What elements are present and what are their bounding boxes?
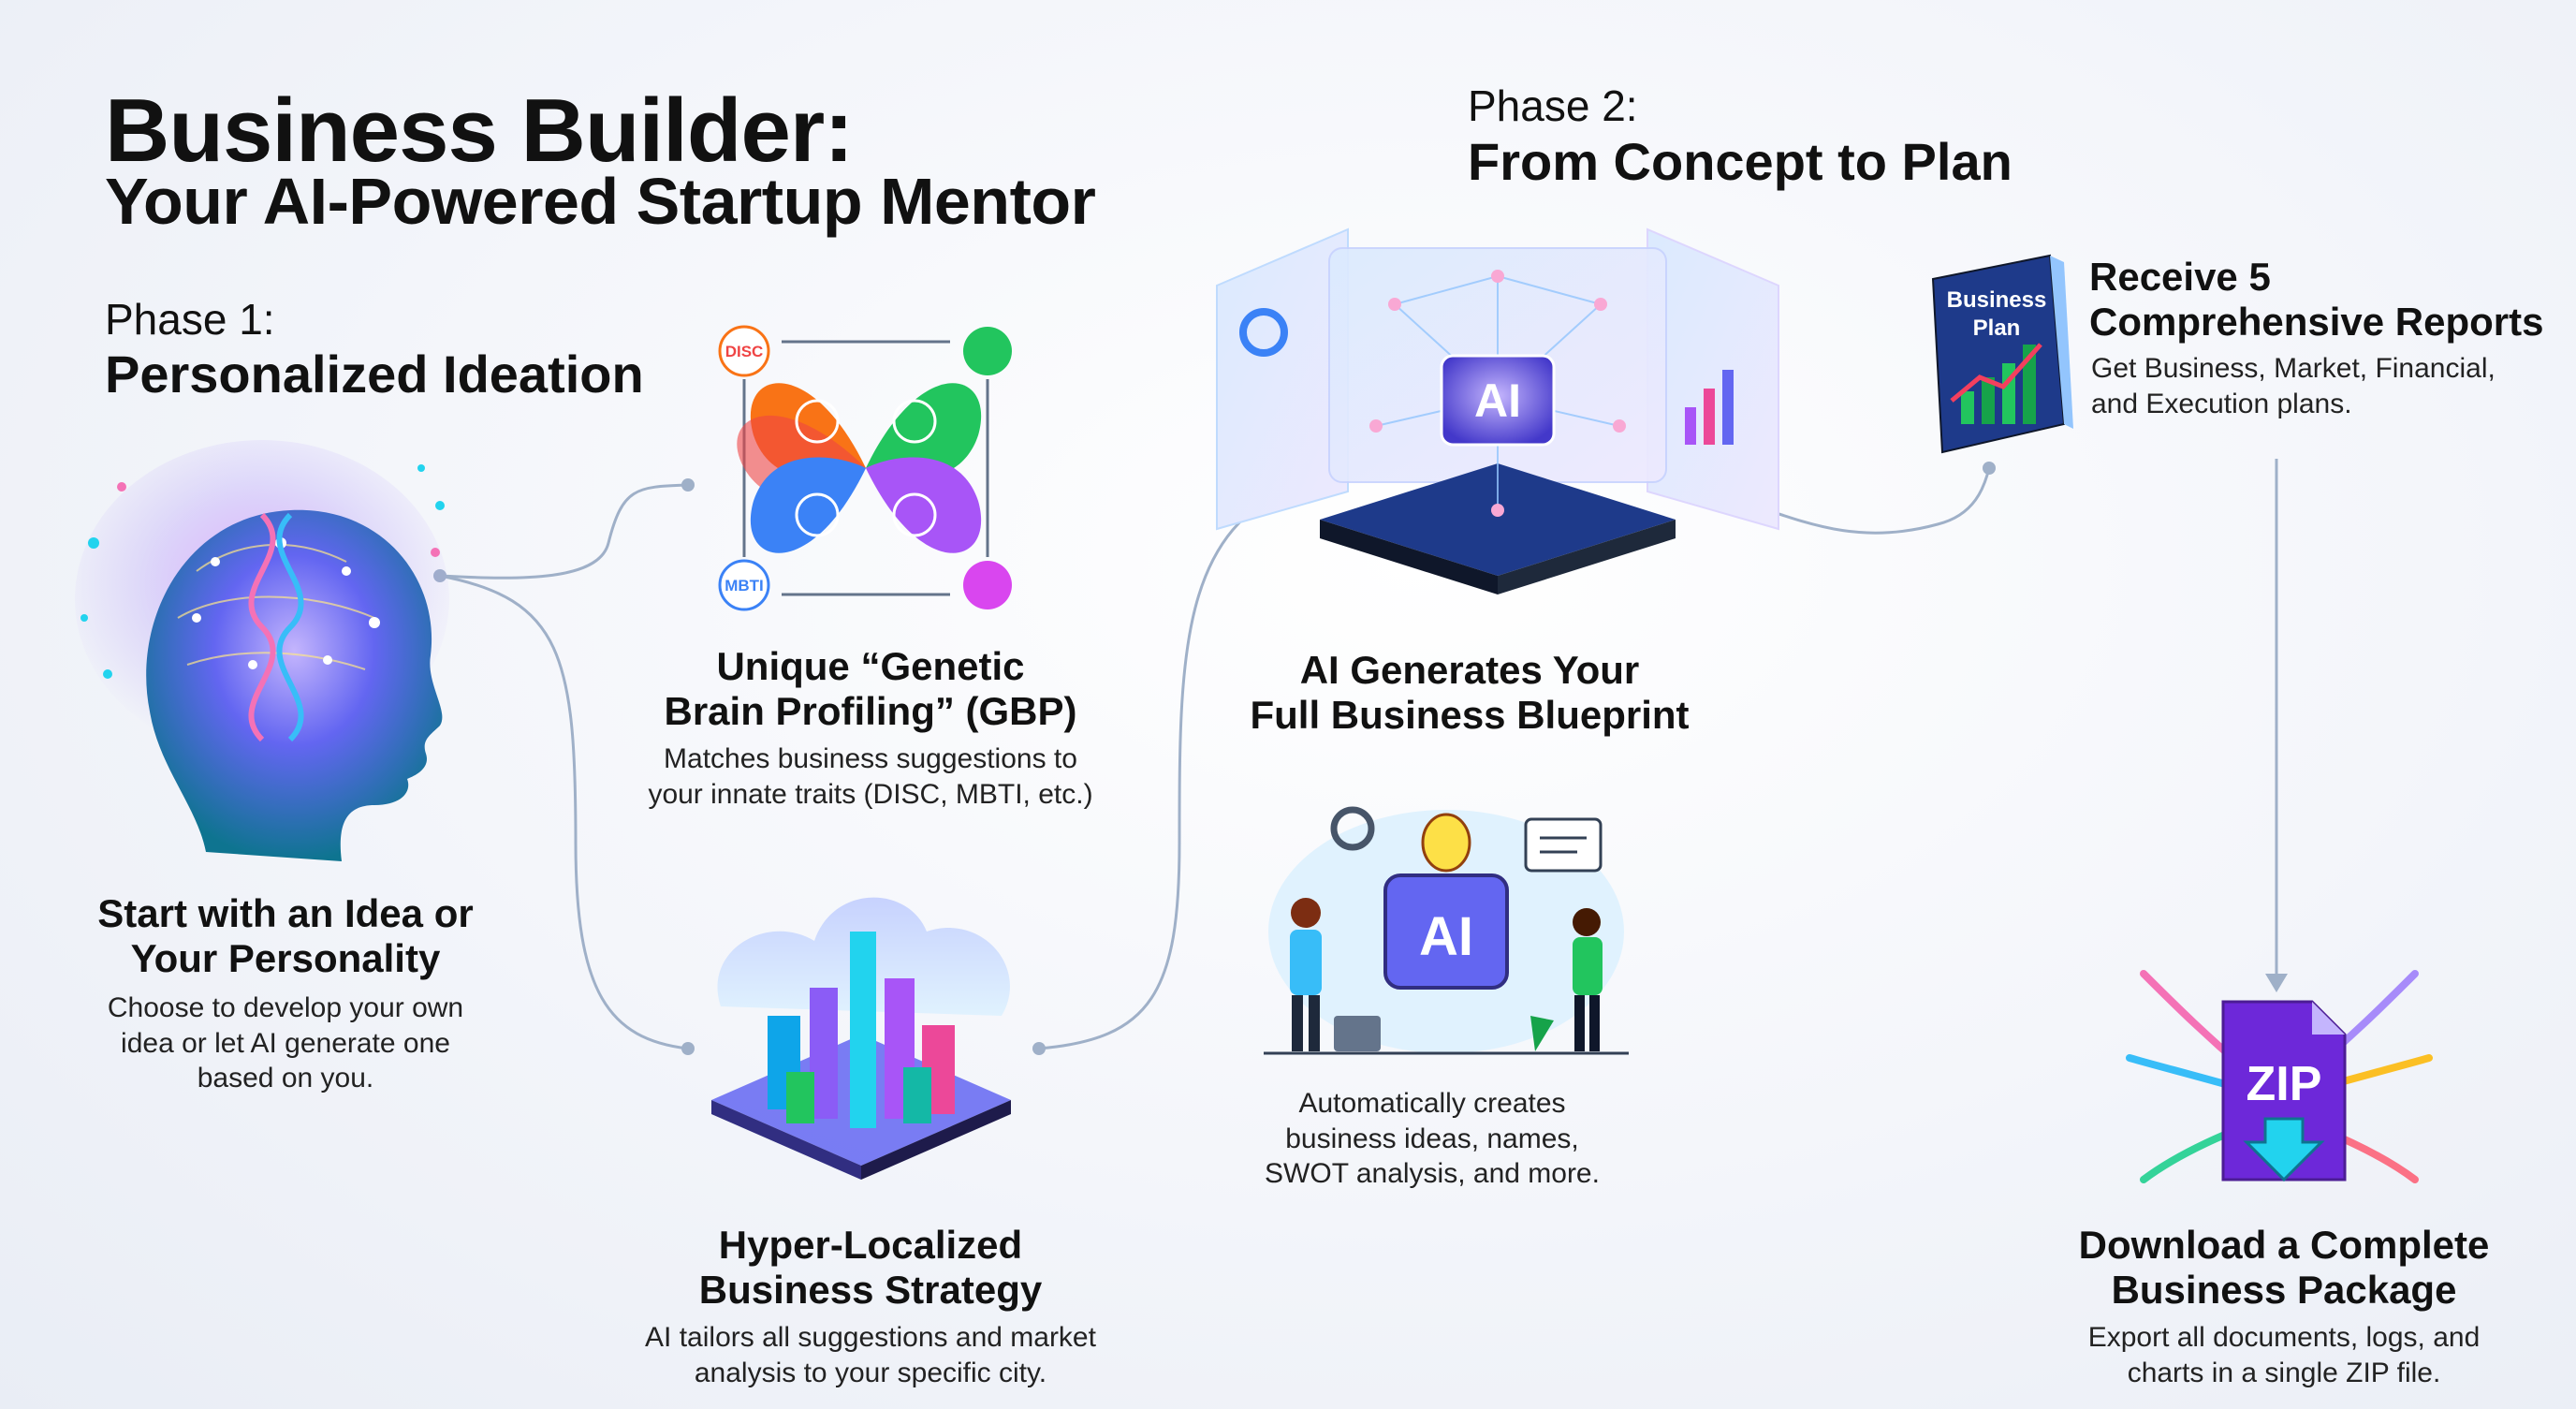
local-step-desc: AI tailors all suggestions and market an…: [562, 1320, 1179, 1390]
page-subtitle: Your AI-Powered Startup Mentor: [105, 165, 1096, 238]
auto-desc-line3: SWOT analysis, and more.: [1265, 1158, 1600, 1189]
start-step-title: Start with an Idea or Your Personality: [84, 891, 487, 982]
start-title-line1: Start with an Idea or: [97, 891, 474, 935]
start-step-desc: Choose to develop your own idea or let A…: [84, 991, 487, 1096]
zip-download-icon: ZIP: [2126, 970, 2433, 1183]
connector-brain-to-local: [439, 574, 689, 1050]
download-step-title: Download a Complete Business Package: [2031, 1223, 2537, 1314]
reports-step-desc: Get Business, Market, Financial, and Exe…: [2091, 351, 2569, 421]
arrow-down-icon: [2265, 974, 2288, 992]
phase1-name: Personalized Ideation: [105, 345, 644, 404]
start-desc-line3: based on you.: [197, 1063, 374, 1093]
brain-head-icon: [75, 440, 449, 861]
local-desc-line2: analysis to your specific city.: [694, 1357, 1047, 1388]
connector-brain-to-gbp: [439, 483, 689, 580]
gbp-desc-line2: your innate traits (DISC, MBTI, etc.): [648, 778, 1093, 810]
reports-desc-line1: Get Business, Market, Financial,: [2091, 353, 2496, 384]
gbp-desc-line1: Matches business suggestions to: [664, 743, 1077, 774]
gbp-step-desc: Matches business suggestions to your inn…: [599, 741, 1142, 812]
reports-title-line1: Receive 5: [2089, 255, 2271, 299]
disc-badge: [718, 325, 770, 377]
blueprint-step-title: AI Generates Your Full Business Blueprin…: [1208, 648, 1732, 739]
ai-chip-blueprint-icon: AI: [1216, 227, 1779, 594]
download-desc-line1: Export all documents, logs, and: [2087, 1322, 2481, 1353]
ai-assistants-icon: AI: [1264, 806, 1629, 1055]
download-step-desc: Export all documents, logs, and charts i…: [2031, 1320, 2537, 1390]
reports-title-line2: Comprehensive Reports: [2089, 300, 2544, 345]
auto-chip-label: AI: [1419, 906, 1473, 967]
download-title-line1: Download a Complete: [2078, 1223, 2490, 1267]
auto-desc-line2: business ideas, names,: [1285, 1123, 1579, 1154]
reports-desc-line2: and Execution plans.: [2091, 388, 2352, 419]
phase2-name: From Concept to Plan: [1468, 132, 2012, 191]
disc-badge-label: DISC: [725, 343, 764, 360]
download-desc-line2: charts in a single ZIP file.: [2127, 1357, 2441, 1388]
local-title-line1: Hyper-Localized: [718, 1223, 1023, 1267]
connector-local-to-blueprint: [1038, 480, 1307, 1050]
start-title-line2: Your Personality: [130, 936, 441, 981]
mbti-badge-label: MBTI: [724, 577, 764, 594]
page-title: Business Builder:: [105, 81, 854, 181]
zip-file-label: ZIP: [2247, 1057, 2322, 1111]
book-title-line2: Plan: [1973, 316, 2021, 341]
local-title-line2: Business Strategy: [698, 1268, 1043, 1313]
blueprint-chip-label: AI: [1474, 374, 1521, 427]
gbp-title-line1: Unique “Genetic: [716, 644, 1025, 688]
gbp-step-title: Unique “Genetic Brain Profiling” (GBP): [599, 644, 1142, 735]
reports-step-title: Receive 5 Comprehensive Reports: [2089, 255, 2576, 345]
auto-step-desc: Automatically creates business ideas, na…: [1208, 1086, 1657, 1192]
gbp-title-line2: Brain Profiling” (GBP): [664, 689, 1077, 734]
phase2-label: Phase 2:: [1468, 81, 1638, 130]
book-title-line1: Business: [1947, 287, 2047, 313]
local-desc-line1: AI tailors all suggestions and market: [645, 1322, 1096, 1353]
blueprint-title-line1: AI Generates Your: [1299, 648, 1640, 692]
download-title-line2: Business Package: [2111, 1268, 2457, 1313]
local-step-title: Hyper-Localized Business Strategy: [599, 1223, 1142, 1314]
city-hologram-icon: [711, 897, 1011, 1180]
blueprint-title-line2: Full Business Blueprint: [1250, 693, 1690, 738]
business-plan-book-icon: Business Plan: [1931, 254, 2073, 454]
start-desc-line1: Choose to develop your own: [107, 992, 464, 1023]
start-desc-line2: idea or let AI generate one: [121, 1027, 450, 1059]
phase1-label: Phase 1:: [105, 295, 275, 344]
gbp-petals-icon: DISC MBTI: [718, 325, 1012, 611]
auto-desc-line1: Automatically creates: [1298, 1088, 1566, 1119]
